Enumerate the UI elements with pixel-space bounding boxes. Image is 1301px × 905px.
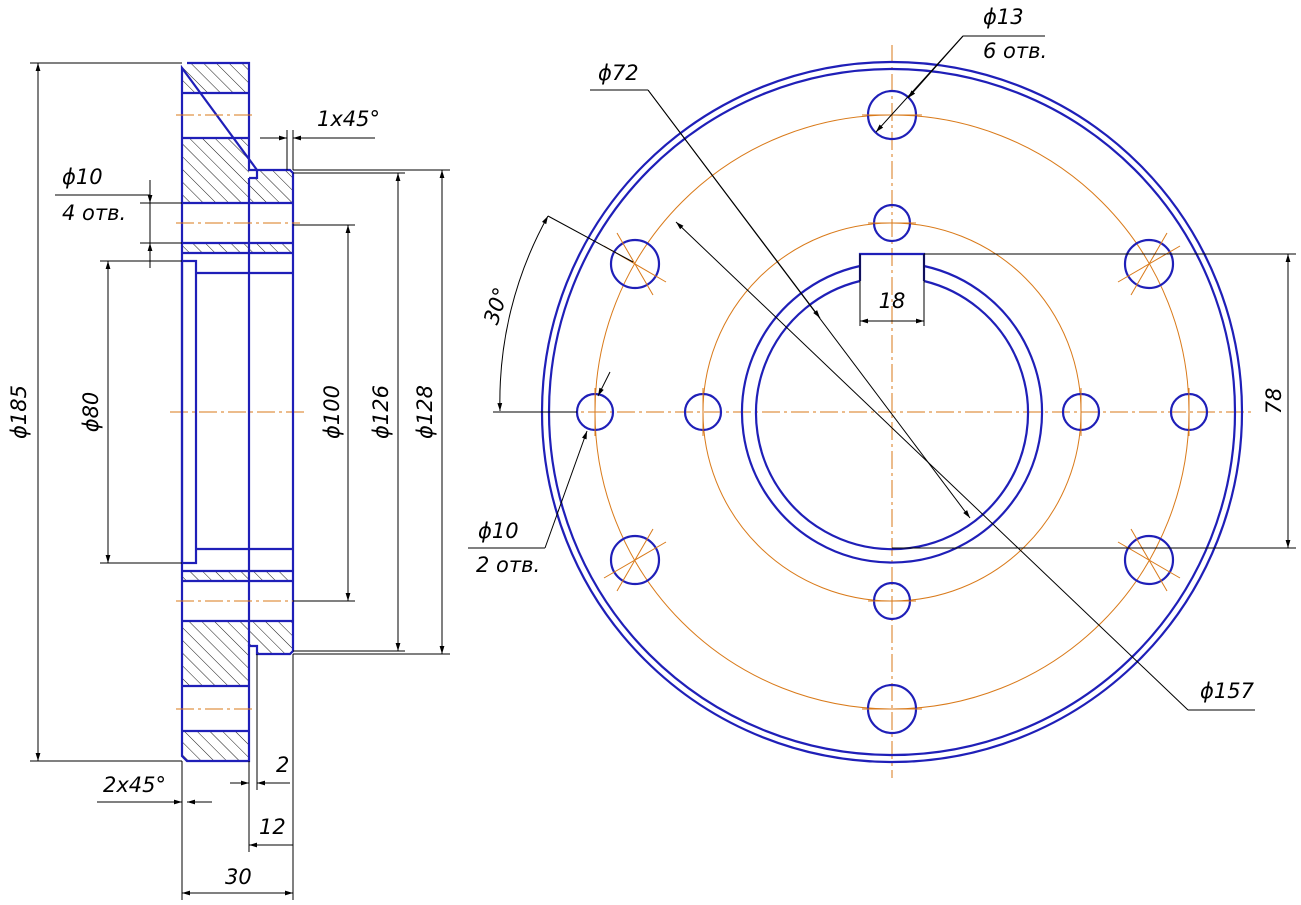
- dim-d80: ϕ80: [79, 392, 103, 433]
- dim-w12: 12: [259, 815, 286, 839]
- dim-holes6: 6 отв.: [983, 39, 1047, 63]
- dim-d126: ϕ126: [369, 385, 393, 439]
- side-hole-lines: [176, 91, 300, 733]
- dim-d10-front: ϕ10: [478, 519, 519, 543]
- hub-ring-inner: [754, 279, 1030, 551]
- front-view: ϕ13 6 отв. ϕ72 30° 18 78 ϕ10 2 отв. ϕ157: [468, 5, 1296, 778]
- dim-holes2: 2 отв.: [476, 553, 540, 577]
- large-hole-lower-left: [609, 534, 661, 586]
- dim-chamfer1: 1x45°: [317, 107, 380, 131]
- dim-w2: 2: [276, 753, 289, 777]
- small-holes: [575, 203, 1209, 621]
- dim-w30: 30: [225, 865, 252, 889]
- section-hatching: [182, 63, 293, 761]
- dim-holes4: 4 отв.: [62, 201, 126, 225]
- side-section-view: ϕ185 ϕ80 ϕ100 ϕ126 ϕ128 ϕ10 4 отв. 1x45°…: [7, 61, 450, 900]
- front-dimension-lines: [468, 35, 1296, 711]
- side-bore: [180, 259, 293, 565]
- large-hole-upper-left: [609, 238, 661, 290]
- dim-key18: 18: [879, 289, 906, 313]
- dim-d128: ϕ128: [413, 385, 437, 439]
- dim-d100: ϕ100: [320, 385, 344, 439]
- large-hole-lower-right: [1123, 534, 1175, 586]
- dim-d185: ϕ185: [7, 385, 31, 439]
- dim-d10-side: ϕ10: [62, 165, 103, 189]
- dim-d13: ϕ13: [983, 5, 1024, 29]
- hub-ring-outer: [740, 264, 1044, 564]
- dim-d157: ϕ157: [1200, 679, 1255, 703]
- dim-h78: 78: [1262, 388, 1286, 415]
- large-hole-upper-right: [1123, 238, 1175, 290]
- side-dimension-lines: [35, 63, 445, 896]
- dim-chamfer2: 2x45°: [103, 773, 166, 797]
- dim-d72: ϕ72: [598, 61, 639, 85]
